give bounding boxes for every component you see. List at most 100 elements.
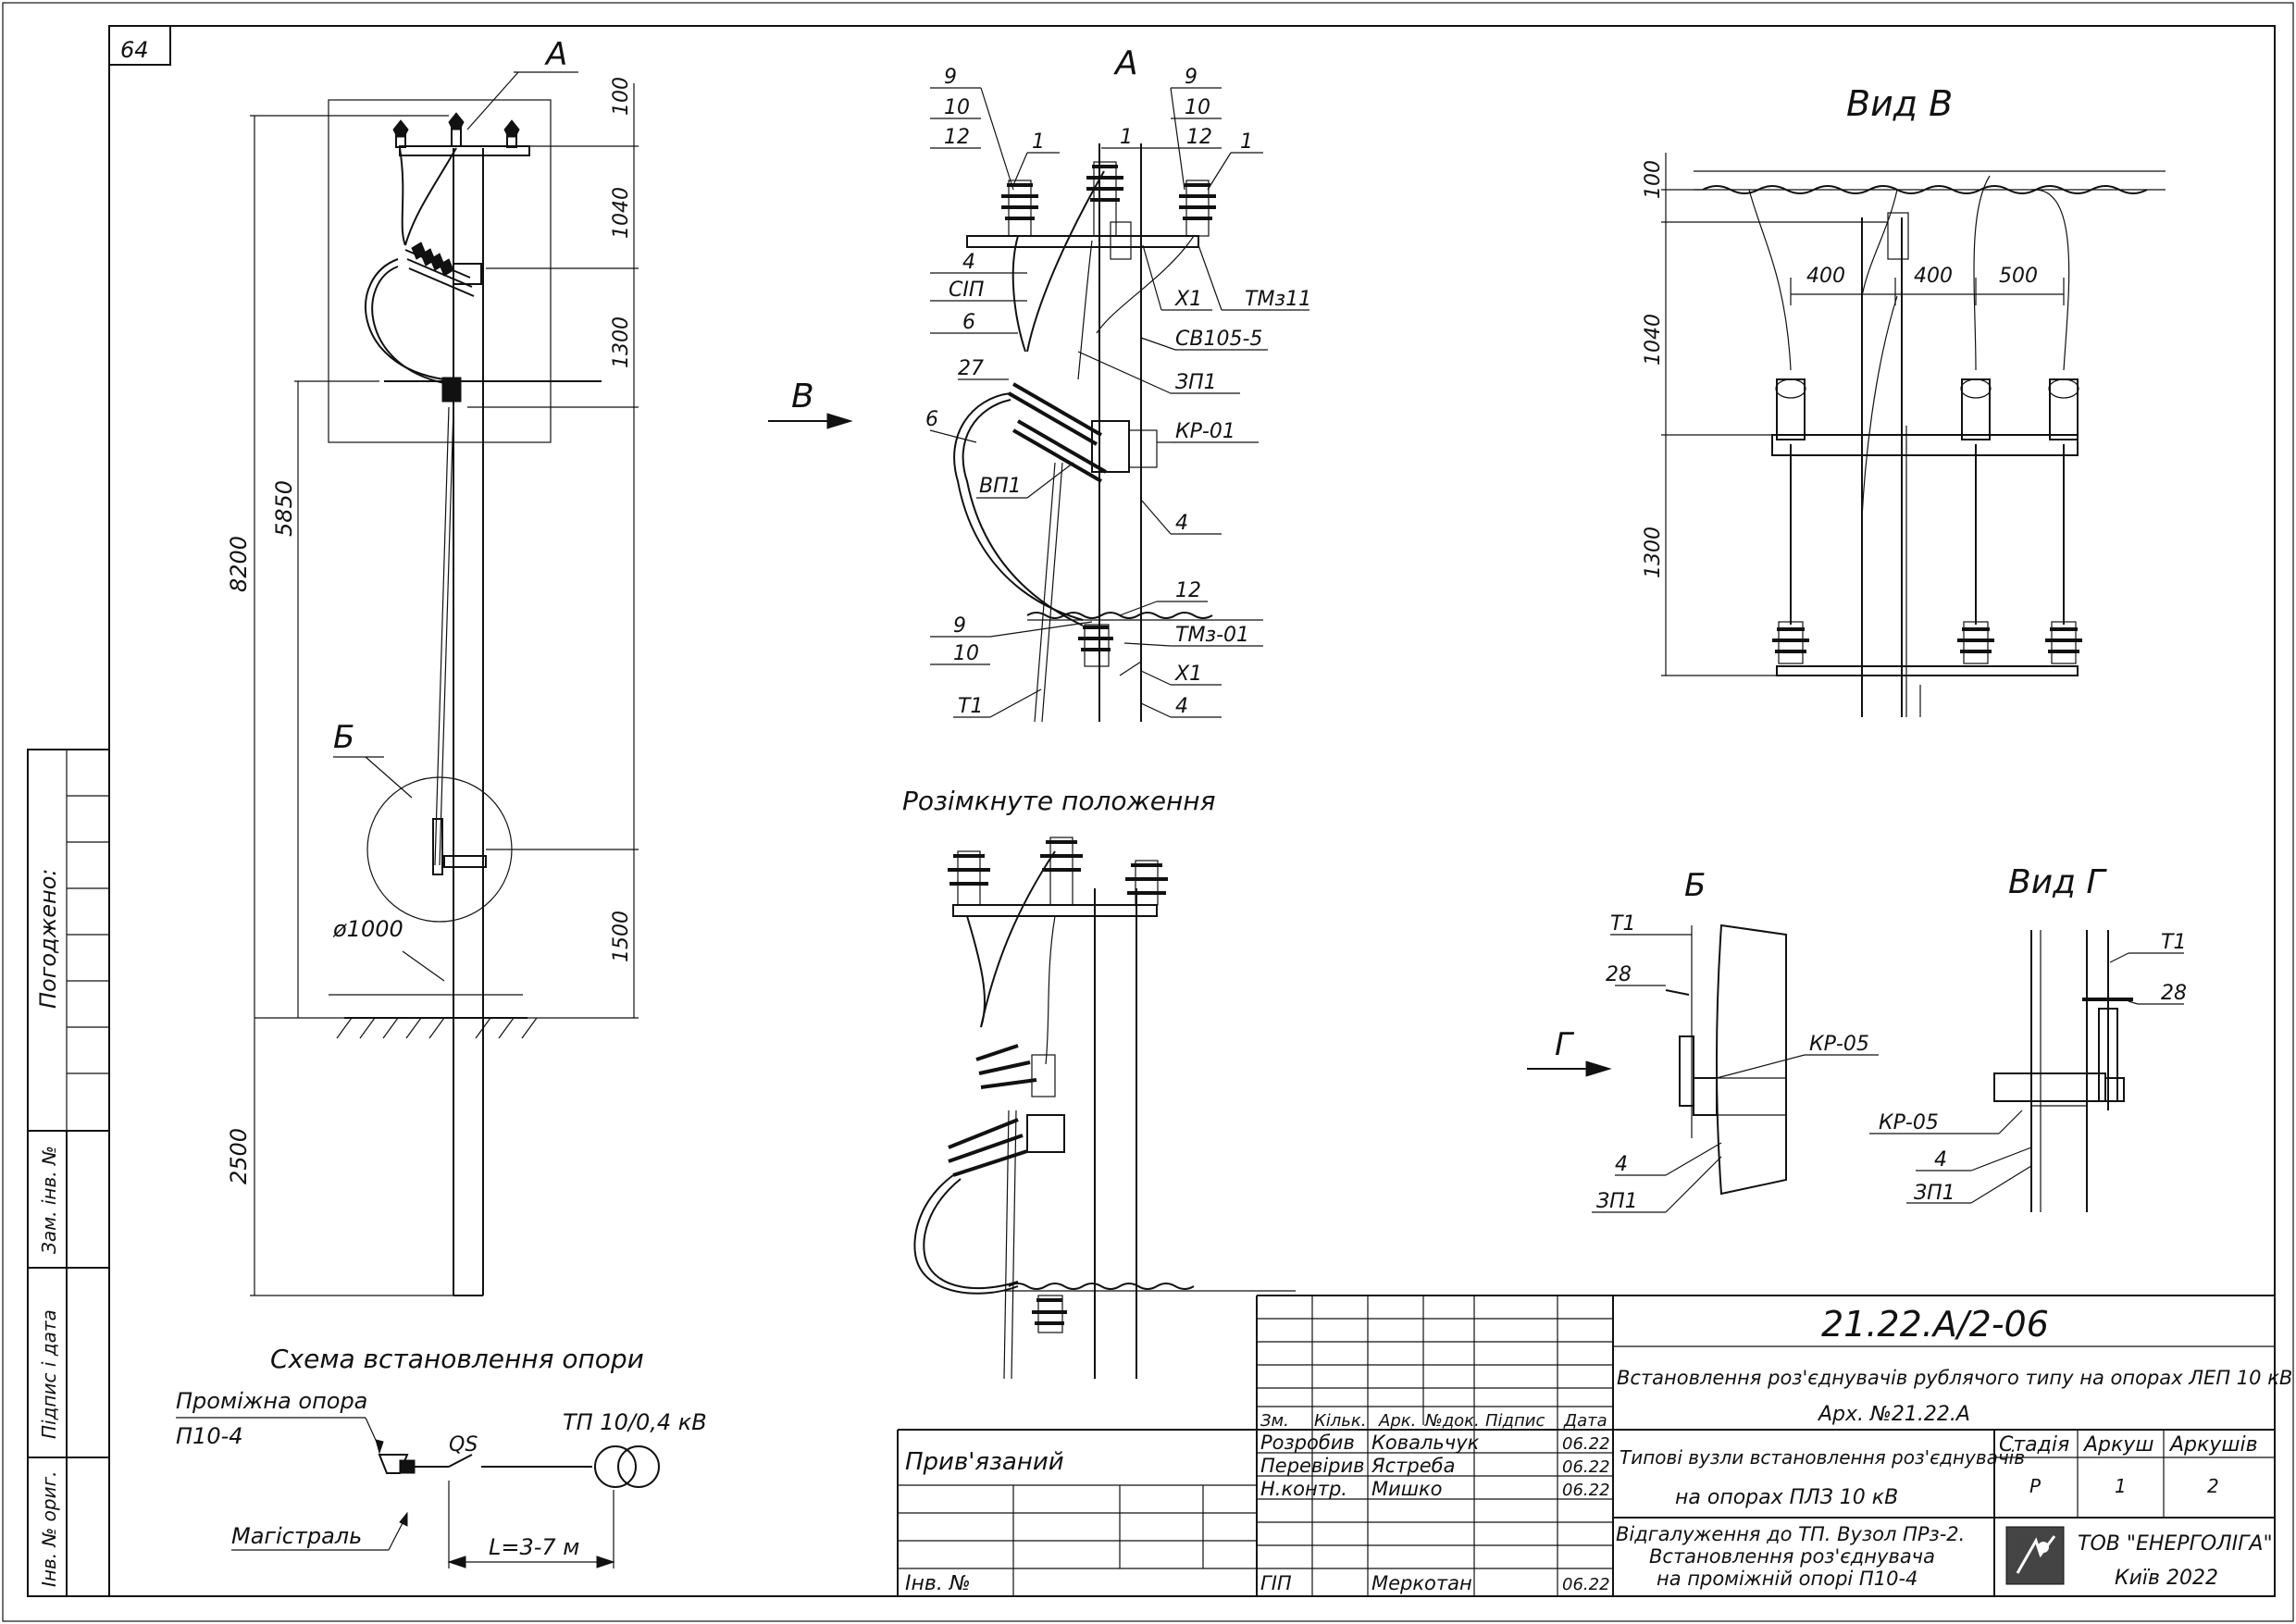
tb-company: ТОВ "ЕНЕРГОЛІГА" — [2078, 1532, 2273, 1556]
view-v-dim-400a: 400 — [1806, 265, 1845, 288]
view-v-dim-500: 500 — [1999, 265, 2038, 288]
callout-x1-low: Х1 — [1174, 663, 1202, 686]
scheme-mainline: Магістраль — [231, 1523, 362, 1549]
tb-header-row: Зм. Кільк. Арк. №док. Підпис Дата — [1260, 1411, 1607, 1431]
tb-section-line2: на опорах ПЛЗ 10 кВ — [1675, 1486, 1898, 1509]
side-stamp: Погоджено: Зам. інв. № Підпис і дата Інв… — [27, 749, 110, 1597]
detail-a-frame — [328, 99, 552, 443]
callout-4-low: 4 — [1175, 695, 1188, 718]
tb-sheet: 1 — [2115, 1475, 2127, 1497]
callout-tmz11: ТМз11 — [1245, 288, 1311, 311]
dim-8200: 8200 — [226, 536, 252, 592]
callout-10-left: 10 — [944, 96, 970, 119]
callout-kr-01: КР-01 — [1175, 420, 1235, 443]
tb-row3-name: Мишко — [1371, 1478, 1443, 1500]
callout-10-low: 10 — [953, 642, 979, 665]
callout-1-left: 1 — [1032, 130, 1045, 154]
tb-stage: Р — [2029, 1475, 2042, 1497]
tb-sheet-title-2: Встановлення роз'єднувача — [1649, 1545, 1935, 1568]
dim-1300: 1300 — [610, 316, 633, 368]
view-g-callout-zp1: ЗП1 — [1914, 1182, 1955, 1205]
dim-1500: 1500 — [610, 911, 633, 962]
installation-scheme: Схема встановлення опори Проміжна опора … — [176, 1344, 707, 1568]
tb-hdr-sign: Підпис — [1485, 1411, 1545, 1431]
agreed-label: Погоджено: — [35, 869, 61, 1009]
open-position-title: Розімкнуте положення — [902, 786, 1215, 816]
callout-12-low: 12 — [1175, 579, 1201, 602]
detail-b-title: Б — [1684, 867, 1706, 904]
tb-sheet-hdr: Аркуш — [2082, 1433, 2153, 1457]
tb-hdr-doc: №док. — [1424, 1411, 1480, 1431]
tb-hdr-zm: Зм. — [1260, 1411, 1289, 1431]
callout-zp1: ЗП1 — [1175, 371, 1217, 394]
callout-1-right: 1 — [1240, 130, 1253, 154]
view-a-label: А — [544, 36, 567, 73]
view-v-dim-400b: 400 — [1914, 265, 1953, 288]
detail-a-view: А В — [768, 44, 1311, 723]
callout-vp1: ВП1 — [979, 475, 1022, 498]
callout-t1: Т1 — [958, 695, 983, 718]
tb-row4-role: ГІП — [1260, 1572, 1292, 1594]
view-v-title: Вид В — [1846, 83, 1953, 124]
dim-1040: 1040 — [610, 187, 633, 239]
detail-b-callout-28: 28 — [1606, 963, 1632, 986]
callout-1-center: 1 — [1120, 126, 1133, 149]
callout-4-mid: 4 — [1175, 512, 1188, 535]
tb-hdr-kilk: Кільк. — [1314, 1411, 1367, 1431]
tb-row4-name: Меркотан — [1371, 1572, 1472, 1594]
tb-row2-date: 06.22 — [1562, 1457, 1610, 1477]
callout-12-right: 12 — [1186, 126, 1212, 149]
view-g-callout-kr-05: КР-05 — [1879, 1111, 1939, 1134]
view-g: Вид Г Т1 28 КР-05 4 ЗП1 — [1869, 863, 2187, 1212]
tb-section-line1: Типові вузли встановлення роз'єднувачів — [1620, 1446, 2025, 1469]
tb-sheet-title-1: Відгалуження до ТП. Вузол ПРз-2. — [1616, 1523, 1965, 1545]
detail-b-callout-zp1: ЗП1 — [1596, 1190, 1638, 1213]
callout-9-left: 9 — [944, 66, 957, 89]
tb-city: Київ 2022 — [2115, 1567, 2218, 1590]
tb-archive: Арх. №21.22.А — [1817, 1403, 1970, 1426]
open-position-view: Розімкнуте положення — [902, 786, 1296, 1380]
tb-hdr-date: Дата — [1563, 1411, 1607, 1431]
callout-sv105-5: СВ105-5 — [1175, 328, 1262, 351]
pole-overall-view: А Б — [226, 36, 639, 1296]
dim-5850: 5850 — [271, 480, 297, 537]
tb-row4-date: 06.22 — [1562, 1575, 1610, 1594]
tb-row2-name: Ястреба — [1371, 1455, 1455, 1477]
view-v-dim-100: 100 — [1642, 160, 1665, 199]
orig-inv-label: Інв. № ориг. — [38, 1471, 60, 1587]
callout-x1-top: Х1 — [1174, 288, 1202, 311]
diameter-label: ø1000 — [332, 916, 403, 942]
callout-6-mid: 6 — [925, 408, 938, 431]
tb-sheets-hdr: Аркушів — [2168, 1433, 2258, 1457]
tb-row1-date: 06.22 — [1562, 1434, 1610, 1454]
detail-a-title: А — [1113, 44, 1138, 82]
view-v: Вид В — [1642, 83, 2166, 717]
callout-9-low: 9 — [953, 614, 966, 638]
callout-6-top: 6 — [962, 311, 975, 334]
tb-row1-role: Розробив — [1260, 1432, 1355, 1454]
detail-b-callout-t1: Т1 — [1610, 912, 1635, 936]
dim-2500: 2500 — [226, 1128, 252, 1184]
tb-code: 21.22.А/2-06 — [1821, 1304, 2049, 1345]
view-g-callout-4: 4 — [1934, 1148, 1947, 1172]
view-v-dim-1300: 1300 — [1642, 527, 1665, 578]
callout-10-right: 10 — [1185, 96, 1210, 119]
callout-tmz-01: ТМз-01 — [1175, 624, 1249, 647]
arrow-b-label: В — [791, 378, 814, 415]
callout-12-left: 12 — [944, 126, 970, 149]
view-v-dim-1040: 1040 — [1642, 314, 1665, 366]
tb-row3-date: 06.22 — [1562, 1481, 1610, 1500]
page-number: 64 — [120, 37, 149, 63]
detail-a-callouts — [929, 87, 1309, 718]
tb-hdr-ark: Арк. — [1378, 1411, 1416, 1431]
title-block: Прив'язаний Інв. № Зм. Кільк. Арк. №док.… — [897, 1295, 2292, 1596]
tb-linked: Прив'язаний — [905, 1448, 1064, 1476]
callout-4-top: 4 — [962, 251, 975, 274]
view-g-callout-t1: Т1 — [2161, 931, 2186, 954]
tb-stage-hdr: Стадія — [1999, 1433, 2069, 1457]
scheme-switch: QS — [449, 1433, 478, 1457]
tb-sheet-title-3: на проміжній опорі П10-4 — [1657, 1568, 1917, 1590]
callout-27: 27 — [958, 357, 984, 380]
detail-b-callout-4: 4 — [1615, 1153, 1628, 1176]
